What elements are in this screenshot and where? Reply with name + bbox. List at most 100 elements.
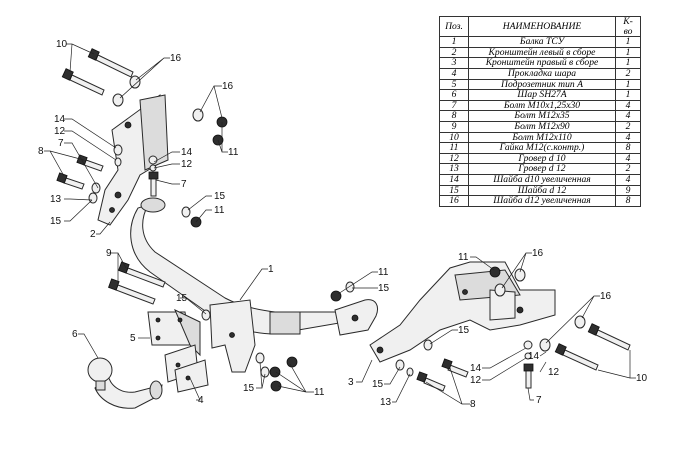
cell-qty: 4: [615, 110, 641, 122]
callout-label: 16: [600, 291, 612, 302]
cell-qty: 2: [615, 163, 641, 175]
cell-pos: 8: [439, 110, 469, 122]
cell-name: Болт М12х110: [468, 131, 616, 144]
bolts-part-7-left: [148, 171, 159, 197]
socket-mount-part-5: [147, 308, 201, 357]
callout-label: 12: [548, 367, 560, 378]
cell-qty: 2: [615, 120, 641, 133]
cell-name: Подрозетник тип А: [468, 78, 616, 91]
cell-pos: 11: [439, 142, 469, 154]
tow-ball-part-6: [87, 357, 163, 409]
callout-label: 10: [636, 373, 648, 384]
callout-label: 16: [532, 248, 544, 259]
callout-label: 14: [54, 114, 66, 125]
washers: [88, 75, 586, 378]
leader-lines: [44, 43, 636, 405]
bolts-part-8-right: [416, 358, 469, 392]
cell-name: Кронштейн левый в сборе: [468, 46, 616, 59]
cell-name: Гровер d 10: [468, 152, 616, 165]
callout-label: 15: [214, 191, 226, 202]
callout-label: 8: [38, 146, 44, 157]
cell-pos: 4: [439, 67, 469, 80]
cell-qty: 1: [615, 36, 641, 48]
callout-labels: 10 16 16 14 12 8 7 13 15 2 14 12 7 11 15…: [38, 39, 648, 410]
callout-label: 12: [54, 126, 66, 137]
cell-name: Кронштейн правый в сборе: [468, 57, 616, 69]
cell-qty: 1: [615, 46, 641, 59]
cell-qty: 8: [615, 195, 641, 207]
cell-name: Гайка М12(с.контр.): [468, 142, 616, 154]
cell-pos: 15: [439, 184, 469, 197]
cell-qty: 4: [615, 152, 641, 165]
bolts-part-10-left: [61, 48, 134, 96]
cell-pos: 1: [439, 36, 469, 48]
callout-label: 11: [314, 387, 325, 398]
header-qty: К-во: [615, 15, 641, 38]
callout-label: 13: [380, 397, 392, 408]
callout-label: 15: [243, 383, 255, 394]
callout-label: 12: [470, 375, 482, 386]
cell-pos: 7: [439, 99, 469, 112]
callout-label: 16: [222, 81, 234, 92]
cell-pos: 12: [439, 152, 469, 165]
bolts-part-8-left: [56, 154, 104, 190]
cell-name: Прокладка шара: [468, 67, 616, 80]
callout-label: 11: [228, 147, 239, 158]
cell-name: Балка ТСУ: [468, 36, 616, 48]
cell-qty: 8: [615, 142, 641, 154]
callout-label: 3: [348, 377, 354, 388]
callout-label: 7: [58, 138, 64, 149]
bolts-part-7-right: [523, 363, 534, 389]
cell-pos: 6: [439, 89, 469, 101]
cell-qty: 1: [615, 57, 641, 69]
callout-label: 12: [181, 159, 193, 170]
cell-pos: 2: [439, 46, 469, 59]
cell-qty: 2: [615, 67, 641, 80]
cell-name: Шайба d12 увеличенная: [468, 195, 616, 207]
callout-label: 7: [181, 179, 187, 190]
callout-label: 11: [378, 267, 389, 278]
callout-label: 4: [198, 395, 204, 406]
header-name: НАИМЕНОВАНИЕ: [468, 15, 616, 38]
spacers-part-4: [164, 344, 209, 393]
callout-label: 8: [470, 399, 476, 410]
callout-label: 15: [176, 293, 188, 304]
bolts-part-9: [108, 261, 166, 305]
cell-qty: 4: [615, 99, 641, 112]
cell-qty: 1: [615, 78, 641, 91]
cell-pos: 5: [439, 78, 469, 91]
callout-label: 9: [106, 248, 112, 259]
cell-qty: 9: [615, 184, 641, 197]
callout-label: 5: [130, 333, 136, 344]
left-bracket-part-2: [97, 94, 169, 226]
callout-label: 15: [458, 325, 470, 336]
cell-qty: 1: [615, 89, 641, 101]
callout-label: 1: [268, 264, 274, 275]
callout-label: 11: [458, 252, 469, 263]
cell-pos: 14: [439, 173, 469, 186]
cell-pos: 9: [439, 120, 469, 133]
callout-label: 14: [528, 351, 540, 362]
cell-qty: 4: [615, 173, 641, 186]
callout-label: 15: [372, 379, 384, 390]
cell-name: Шар SH27A: [468, 89, 616, 101]
callout-label: 16: [170, 53, 182, 64]
